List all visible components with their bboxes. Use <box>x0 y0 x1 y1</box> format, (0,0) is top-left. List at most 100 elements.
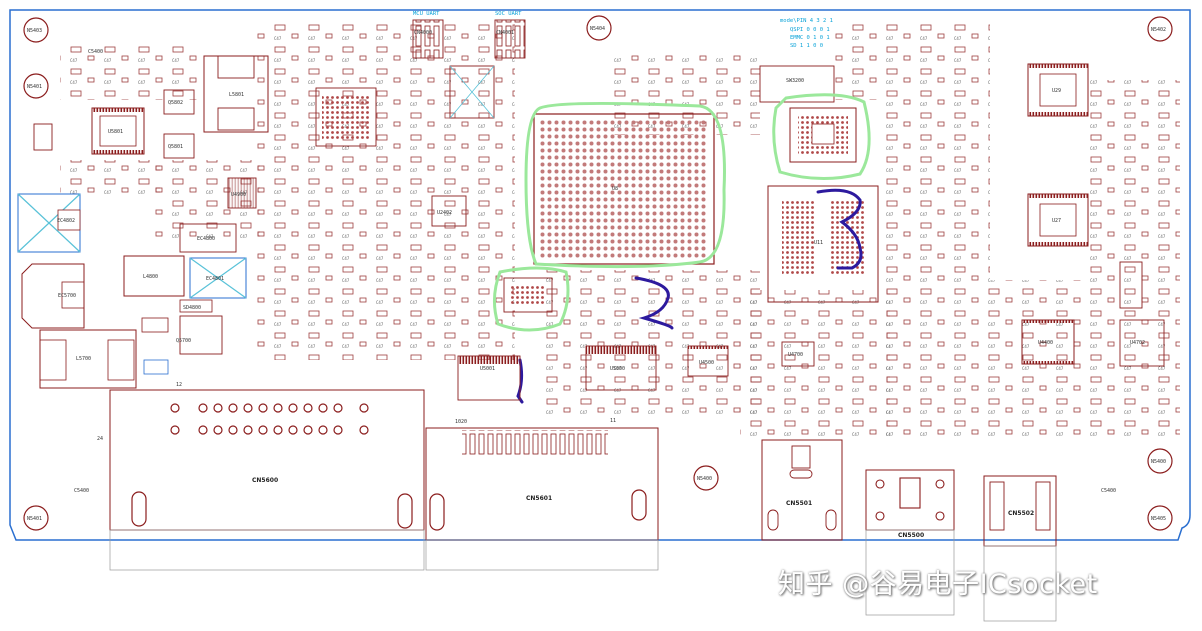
svg-text:U4400: U4400 <box>1038 340 1053 346</box>
debug-connector-traces <box>449 65 495 119</box>
pin-number: 24 <box>97 436 103 442</box>
svg-text:U29: U29 <box>1052 88 1061 94</box>
pin-number: 11 <box>610 418 616 424</box>
svg-text:N5401: N5401 <box>27 516 42 522</box>
component-block <box>143 359 169 375</box>
u4900-ic: U4900 <box>227 177 257 209</box>
svg-text:U27: U27 <box>1052 218 1061 224</box>
ec5700-cap: EC5700 <box>21 263 85 329</box>
pmic-bga-small <box>503 277 553 313</box>
svg-text:Q5802: Q5802 <box>168 100 183 106</box>
svg-text:SD4800: SD4800 <box>183 305 201 311</box>
u8-soc-bga: U8 <box>533 113 715 265</box>
cn4001-header: CN4001 <box>494 19 526 59</box>
svg-text:U5001: U5001 <box>480 366 495 372</box>
hole-n5401-bottom: N5401 <box>23 505 49 531</box>
hole-n5403: N5403 <box>23 17 49 43</box>
cn5600-pins <box>131 403 413 529</box>
svg-text:U5801: U5801 <box>108 129 123 135</box>
svg-text:U4500: U4500 <box>699 360 714 366</box>
q5801: Q5801 <box>163 133 195 159</box>
cn5601-connector: CN5601 <box>425 427 659 571</box>
svg-text:EC5700: EC5700 <box>58 293 76 299</box>
green-highlight-soc <box>524 101 726 269</box>
cn5501-connector: CN5501 <box>761 439 843 541</box>
hole-n5405: N5405 <box>1147 505 1173 531</box>
sw3200-switch: SW3200 <box>759 65 835 103</box>
ec4800-cap: EC4800 <box>179 223 237 253</box>
cn5600-connector: CN5600 <box>109 389 425 571</box>
svg-text:CN5500: CN5500 <box>898 532 924 539</box>
green-highlight-pmic <box>493 266 570 332</box>
svg-text:L4800: L4800 <box>143 274 158 280</box>
svg-text:SD 1 1 0 0: SD 1 1 0 0 <box>790 43 823 49</box>
u5001-ic: U5001 <box>457 355 521 401</box>
boot-mode-table: mode\PIN 4 3 2 1 QSPI 0 0 0 1 EMMC 0 1 0… <box>780 18 833 49</box>
svg-text:L5801: L5801 <box>229 92 244 98</box>
svg-text:mode\PIN 4 3 2 1: mode\PIN 4 3 2 1 <box>780 18 833 24</box>
svg-text:N5400: N5400 <box>697 476 712 482</box>
svg-text:EC4802: EC4802 <box>57 218 75 224</box>
svg-text:U4700: U4700 <box>788 352 803 358</box>
cn5500-connector: CN5500 <box>865 469 955 616</box>
svg-text:QSPI 0 0 0 1: QSPI 0 0 0 1 <box>790 27 830 33</box>
svg-text:U5000: U5000 <box>610 366 625 372</box>
svg-text:EC4801: EC4801 <box>206 276 224 282</box>
svg-text:N5401: N5401 <box>27 84 42 90</box>
svg-text:N5404: N5404 <box>590 26 605 32</box>
l4800-inductor: L4800 <box>123 255 185 297</box>
cn4000-header: CN4000 <box>412 19 444 59</box>
cn5502-connector: CN5502 <box>983 475 1057 622</box>
hole-n5404: N5404 <box>586 15 612 41</box>
pin-number: 12 <box>176 382 182 388</box>
u4702-ic: U4702 <box>1119 319 1165 367</box>
svg-text:SW3200: SW3200 <box>786 78 804 84</box>
u4400-qfp: U4400 <box>1021 319 1075 365</box>
blue-marker-vertical <box>516 358 524 404</box>
svg-text:EC4800: EC4800 <box>197 236 215 242</box>
svg-text:Q5700: Q5700 <box>176 338 191 344</box>
inductor-coil <box>1119 261 1143 309</box>
u5000-ic: U5000 <box>585 345 657 391</box>
flash-bga-u3700 <box>789 107 857 163</box>
svg-text:U8: U8 <box>612 186 618 192</box>
svg-text:N5400: N5400 <box>1151 459 1166 465</box>
svg-text:C5400: C5400 <box>88 49 103 55</box>
svg-text:U4702: U4702 <box>1130 340 1145 346</box>
svg-text:CN4001: CN4001 <box>496 30 514 36</box>
l5700-inductor: L5700 <box>39 329 137 389</box>
hole-n5400-mid: N5400 <box>693 465 719 491</box>
green-highlight-flash <box>772 93 871 180</box>
c5400-caps: C5400 C5400 C5400 <box>74 49 1116 494</box>
u2402-ic: U2402 <box>431 195 467 227</box>
svg-text:U2402: U2402 <box>437 210 452 216</box>
svg-text:CN5601: CN5601 <box>526 495 552 502</box>
u4700-ic: U4700 <box>781 341 815 367</box>
svg-text:C5400: C5400 <box>74 488 89 494</box>
u4500-qfn: U4500 <box>687 345 729 377</box>
hole-n5402: N5402 <box>1147 16 1173 42</box>
u27-qfp: U27 <box>1027 193 1089 247</box>
svg-text:CN4000: CN4000 <box>414 30 432 36</box>
component-block <box>33 123 53 151</box>
blue-marker-trace <box>634 276 674 330</box>
svg-text:CN5501: CN5501 <box>786 500 812 507</box>
component-block <box>141 317 169 333</box>
u5201-bga <box>315 87 377 147</box>
svg-text:N5403: N5403 <box>27 28 42 34</box>
q5700: Q5700 <box>176 315 223 355</box>
svg-text:Q5801: Q5801 <box>168 144 183 150</box>
mounting-holes: N5403 N5401 N5404 N5402 N5400 N5400 N540… <box>23 15 1173 531</box>
hole-n5401-top: N5401 <box>23 73 49 99</box>
u29-qfp: U29 <box>1027 63 1089 117</box>
svg-text:N5402: N5402 <box>1151 27 1166 33</box>
sd4800: SD4800 <box>179 299 213 313</box>
u5801-qfp: U5801 <box>91 107 145 155</box>
svg-text:U4900: U4900 <box>231 192 246 198</box>
svg-text:CN5502: CN5502 <box>1008 510 1034 517</box>
svg-text:C5400: C5400 <box>1101 488 1116 494</box>
ec4801-cap: EC4801 <box>189 257 247 299</box>
svg-text:U11: U11 <box>814 240 823 246</box>
svg-text:N5405: N5405 <box>1151 516 1166 522</box>
